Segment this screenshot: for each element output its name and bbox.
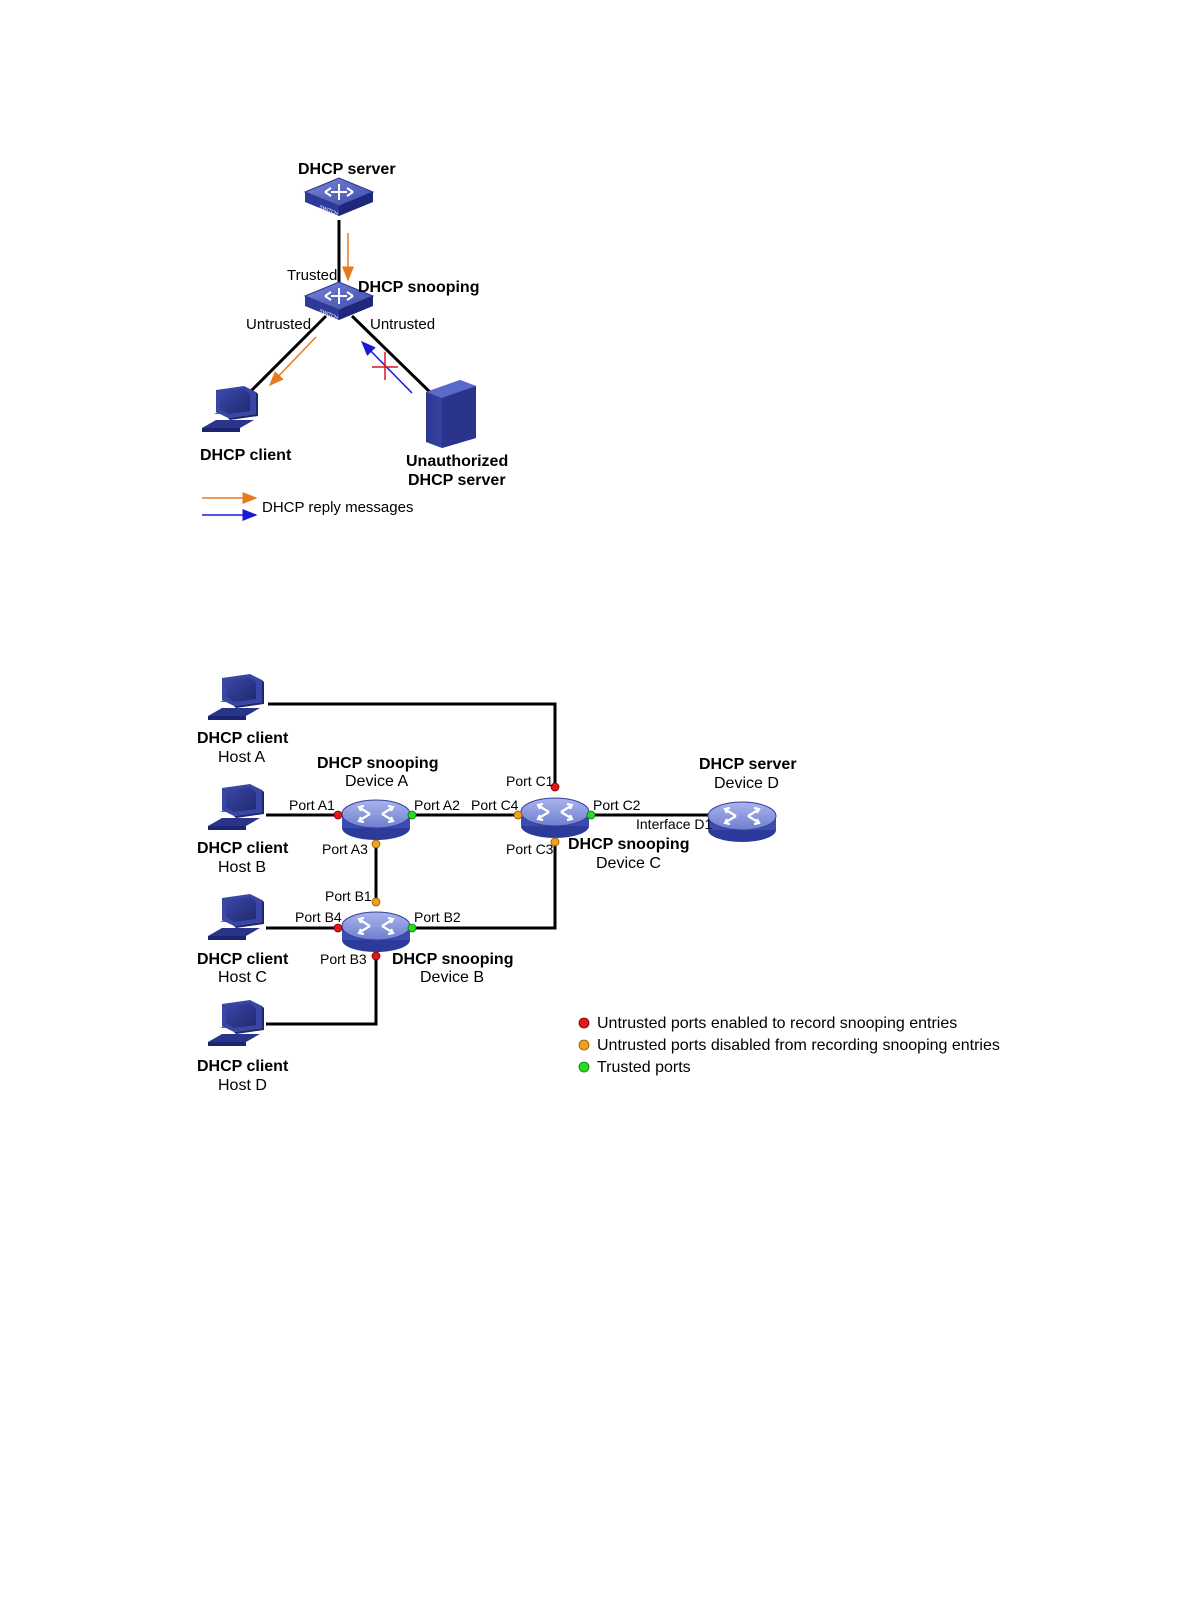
host-d-role-label: DHCP client — [197, 1058, 289, 1075]
unauthorized-line1-label: Unauthorized — [406, 453, 508, 470]
port-a1-dot — [333, 810, 343, 820]
legend-red-label: Untrusted ports enabled to record snoopi… — [597, 1015, 957, 1032]
port-a3-dot — [371, 839, 381, 849]
unauthorized-line2-label: DHCP server — [408, 472, 506, 489]
port-b4-label: Port B4 — [295, 909, 342, 925]
host-d-pc-icon — [208, 1000, 264, 1046]
device-b-name-label: Device B — [420, 969, 484, 986]
host-b-name-label: Host B — [218, 859, 266, 876]
host-a-role-label: DHCP client — [197, 730, 289, 747]
legend-green-dot — [578, 1061, 590, 1073]
host-a-pc-icon — [208, 674, 264, 720]
link-snooping-client — [244, 314, 328, 398]
figure2: Port A1 Port A2 Port A3 Port C1 Port C4 … — [197, 674, 1000, 1094]
legend-orange-dot — [578, 1039, 590, 1051]
port-c1-dot — [550, 782, 560, 792]
port-b1-label: Port B1 — [325, 888, 372, 904]
device-a-name-label: Device A — [345, 773, 408, 790]
link-hostd-deviceb — [266, 956, 378, 1026]
dhcp-server-label: DHCP server — [298, 161, 396, 178]
host-b-pc-icon — [208, 784, 264, 830]
device-c-router-icon — [519, 796, 591, 840]
port-a2-label: Port A2 — [414, 797, 460, 813]
port-a1-label: Port A1 — [289, 797, 335, 813]
port-b3-label: Port B3 — [320, 951, 367, 967]
port-b4-dot — [333, 923, 343, 933]
trusted-label: Trusted — [287, 267, 337, 284]
device-c-name-label: Device C — [596, 855, 661, 872]
device-a-role-label: DHCP snooping — [317, 755, 438, 772]
device-d-router-icon — [706, 800, 778, 844]
port-c2-dot — [586, 810, 596, 820]
port-c4-dot — [513, 810, 523, 820]
host-d-name-label: Host D — [218, 1077, 267, 1094]
legend-reply-label: DHCP reply messages — [262, 499, 413, 516]
port-c3-label: Port C3 — [506, 841, 554, 857]
port-b1-dot — [371, 897, 381, 907]
block-cross-icon — [372, 352, 398, 380]
host-a-name-label: Host A — [218, 749, 265, 766]
legend-green-label: Trusted ports — [597, 1059, 691, 1076]
device-d-role-label: DHCP server — [699, 756, 797, 773]
link-deviceb-devicec — [410, 842, 557, 930]
port-c2-label: Port C2 — [593, 797, 641, 813]
device-b-role-label: DHCP snooping — [392, 951, 513, 968]
port-c1-label: Port C1 — [506, 773, 554, 789]
port-b2-label: Port B2 — [414, 909, 461, 925]
device-c-role-label: DHCP snooping — [568, 836, 689, 853]
dhcp-client-pc-icon — [202, 386, 258, 432]
figure1: DHCP server Trusted DHCP snooping Untrus… — [200, 161, 508, 521]
interface-d1-label: Interface D1 — [636, 816, 712, 832]
host-c-pc-icon — [208, 894, 264, 940]
port-c4-label: Port C4 — [471, 797, 519, 813]
untrusted-left-label: Untrusted — [246, 316, 311, 333]
dhcp-client-label: DHCP client — [200, 447, 292, 464]
unauthorized-server-icon — [426, 380, 476, 448]
legend-orange-label: Untrusted ports disabled from recording … — [597, 1037, 1000, 1054]
port-a3-label: Port A3 — [322, 841, 368, 857]
host-c-role-label: DHCP client — [197, 951, 289, 968]
port-b2-dot — [407, 923, 417, 933]
legend-red-dot — [578, 1017, 590, 1029]
link-hosta-devicec — [268, 702, 557, 786]
device-a-router-icon — [340, 798, 412, 842]
untrusted-right-label: Untrusted — [370, 316, 435, 333]
device-d-name-label: Device D — [714, 775, 779, 792]
orange-arrow-snooping-to-client — [268, 336, 317, 387]
link-snooping-unauthorized — [350, 314, 436, 398]
port-b3-dot — [371, 951, 381, 961]
host-b-role-label: DHCP client — [197, 840, 289, 857]
device-b-router-icon — [340, 910, 412, 954]
host-c-name-label: Host C — [218, 969, 267, 986]
port-c3-dot — [550, 837, 560, 847]
dhcp-snooping-label: DHCP snooping — [358, 279, 479, 296]
port-a2-dot — [407, 810, 417, 820]
dhcp-server-switch-icon — [304, 177, 374, 219]
